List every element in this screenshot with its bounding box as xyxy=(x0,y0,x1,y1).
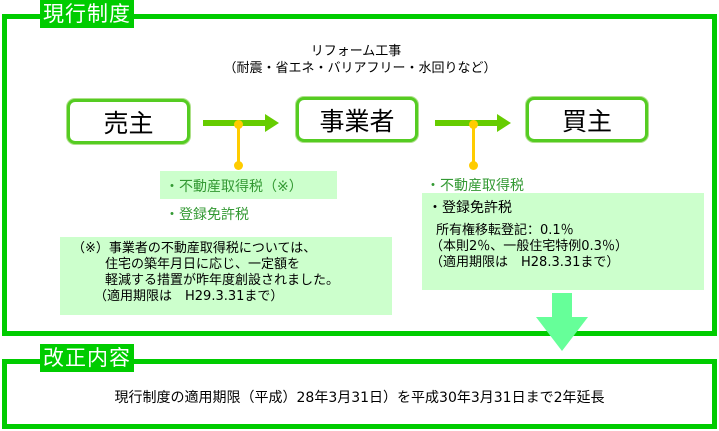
detail-line: （適用期限は H28.3.31まで） xyxy=(430,255,620,270)
note-line: （※）事業者の不動産取得税については、 xyxy=(72,241,317,256)
revision-frame xyxy=(2,359,717,429)
arrow-business-to-buyer xyxy=(435,114,511,132)
note-line: 軽減する措置が昨年度創設されました。 xyxy=(105,273,340,288)
connector-dot xyxy=(234,161,243,170)
connector-right xyxy=(472,124,475,165)
reform-subtitle: （耐震・省エネ・バリアフリー・水回りなど） xyxy=(223,61,497,76)
right-tax-acquisition: ・不動産取得税 xyxy=(426,178,524,194)
left-tax-acquisition: ・不動産取得税（※） xyxy=(165,179,303,195)
note-line: 住宅の築年月日に応じ、一定額を xyxy=(105,257,301,272)
connector-left xyxy=(237,124,240,165)
note-line: （適用期限は H29.3.31まで） xyxy=(94,289,284,304)
connector-dot xyxy=(469,120,478,129)
seller-box: 売主 xyxy=(67,99,190,144)
left-tax-registration: ・登録免許税 xyxy=(165,207,249,223)
reform-title: リフォーム工事 xyxy=(310,44,402,59)
business-box: 事業者 xyxy=(296,97,418,142)
connector-dot xyxy=(234,120,243,129)
note-box: （※）事業者の不動産取得税については、 住宅の築年月日に応じ、一定額を 軽減する… xyxy=(60,237,392,315)
detail-line: （本則2％、一般住宅特例0.3％） xyxy=(430,239,628,254)
right-tax-box: ・登録免許税 所有権移転登記：0.1％ （本則2％、一般住宅特例0.3％） （適… xyxy=(422,193,704,290)
left-tax-highlight xyxy=(160,171,337,199)
revision-label: 改正内容 xyxy=(40,344,134,372)
connector-dot xyxy=(469,161,478,170)
right-tax-registration: ・登録免許税 xyxy=(428,200,512,216)
current-system-frame xyxy=(2,14,717,336)
revision-text: 現行制度の適用期限（平成）28年3月31日）を平成30年3月31日まで2年延長 xyxy=(114,390,605,406)
down-arrow xyxy=(536,293,612,355)
current-system-label: 現行制度 xyxy=(40,0,134,28)
detail-line: 所有権移転登記：0.1％ xyxy=(436,223,574,238)
buyer-box: 買主 xyxy=(526,97,648,142)
